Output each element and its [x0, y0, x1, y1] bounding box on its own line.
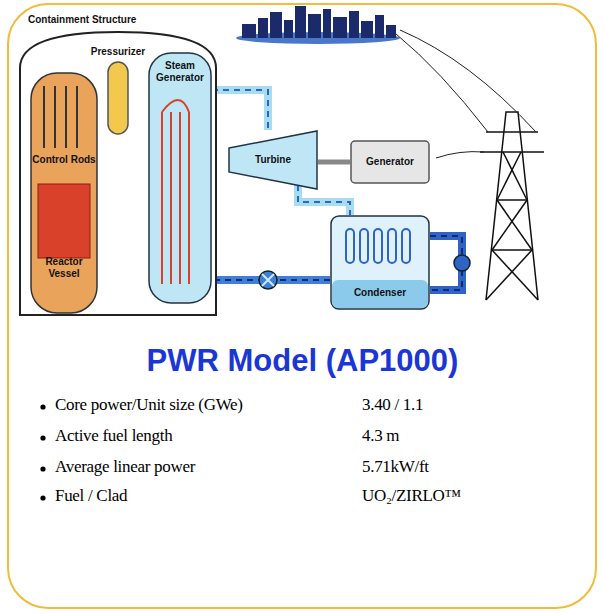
component-label: Reactor Vessel — [30, 256, 98, 280]
spec-value: 5.71kW/ft — [362, 457, 429, 477]
component-label: Pressurizer — [89, 46, 147, 58]
spec-name: Fuel / Clad — [55, 486, 127, 506]
spec-name: Active fuel length — [55, 426, 172, 446]
diagram-title: PWR Model (AP1000) — [0, 343, 605, 379]
feedwater-pump — [259, 271, 277, 289]
containment-structure: Containment StructurePressurizerSteam Ge… — [18, 12, 218, 317]
condenser: Condenser — [330, 215, 430, 310]
spec-value: 4.3 m — [362, 426, 399, 446]
steam-generator: Steam Generator — [148, 52, 212, 304]
pipe-group — [212, 90, 268, 130]
cooling-pump — [454, 255, 470, 271]
list-bullets — [40, 404, 45, 500]
spec-name: Core power/Unit size (GWe) — [55, 395, 243, 415]
component-label: Containment Structure — [26, 14, 138, 26]
turbine: Turbine — [228, 130, 318, 190]
pipe-group — [298, 185, 350, 215]
spec-name: Average linear power — [55, 457, 195, 477]
component-label: Generator — [364, 156, 416, 168]
reactor-vessel: Control RodsReactor Vessel — [30, 72, 98, 314]
flow-dashes — [212, 90, 268, 130]
coolant-pipe — [212, 90, 268, 130]
coolant-pipe — [298, 185, 350, 215]
component-label: Steam Generator — [148, 60, 212, 84]
part-label: Control Rods — [30, 154, 97, 166]
generator: Generator — [350, 140, 430, 184]
component-label: Turbine — [253, 154, 293, 166]
transmission-tower — [480, 112, 544, 300]
flow-dashes — [298, 185, 350, 215]
panel-frame — [8, 4, 596, 608]
pipe-group — [318, 162, 350, 163]
spec-value: UO₂/ZIRLO™ — [362, 486, 461, 506]
power-lines — [396, 30, 536, 158]
turbine-shaft — [318, 160, 350, 165]
component-outline — [148, 52, 212, 304]
spec-value: 3.40 / 1.1 — [362, 395, 423, 415]
component-label: Condenser — [352, 287, 408, 299]
city-skyline — [236, 6, 400, 44]
